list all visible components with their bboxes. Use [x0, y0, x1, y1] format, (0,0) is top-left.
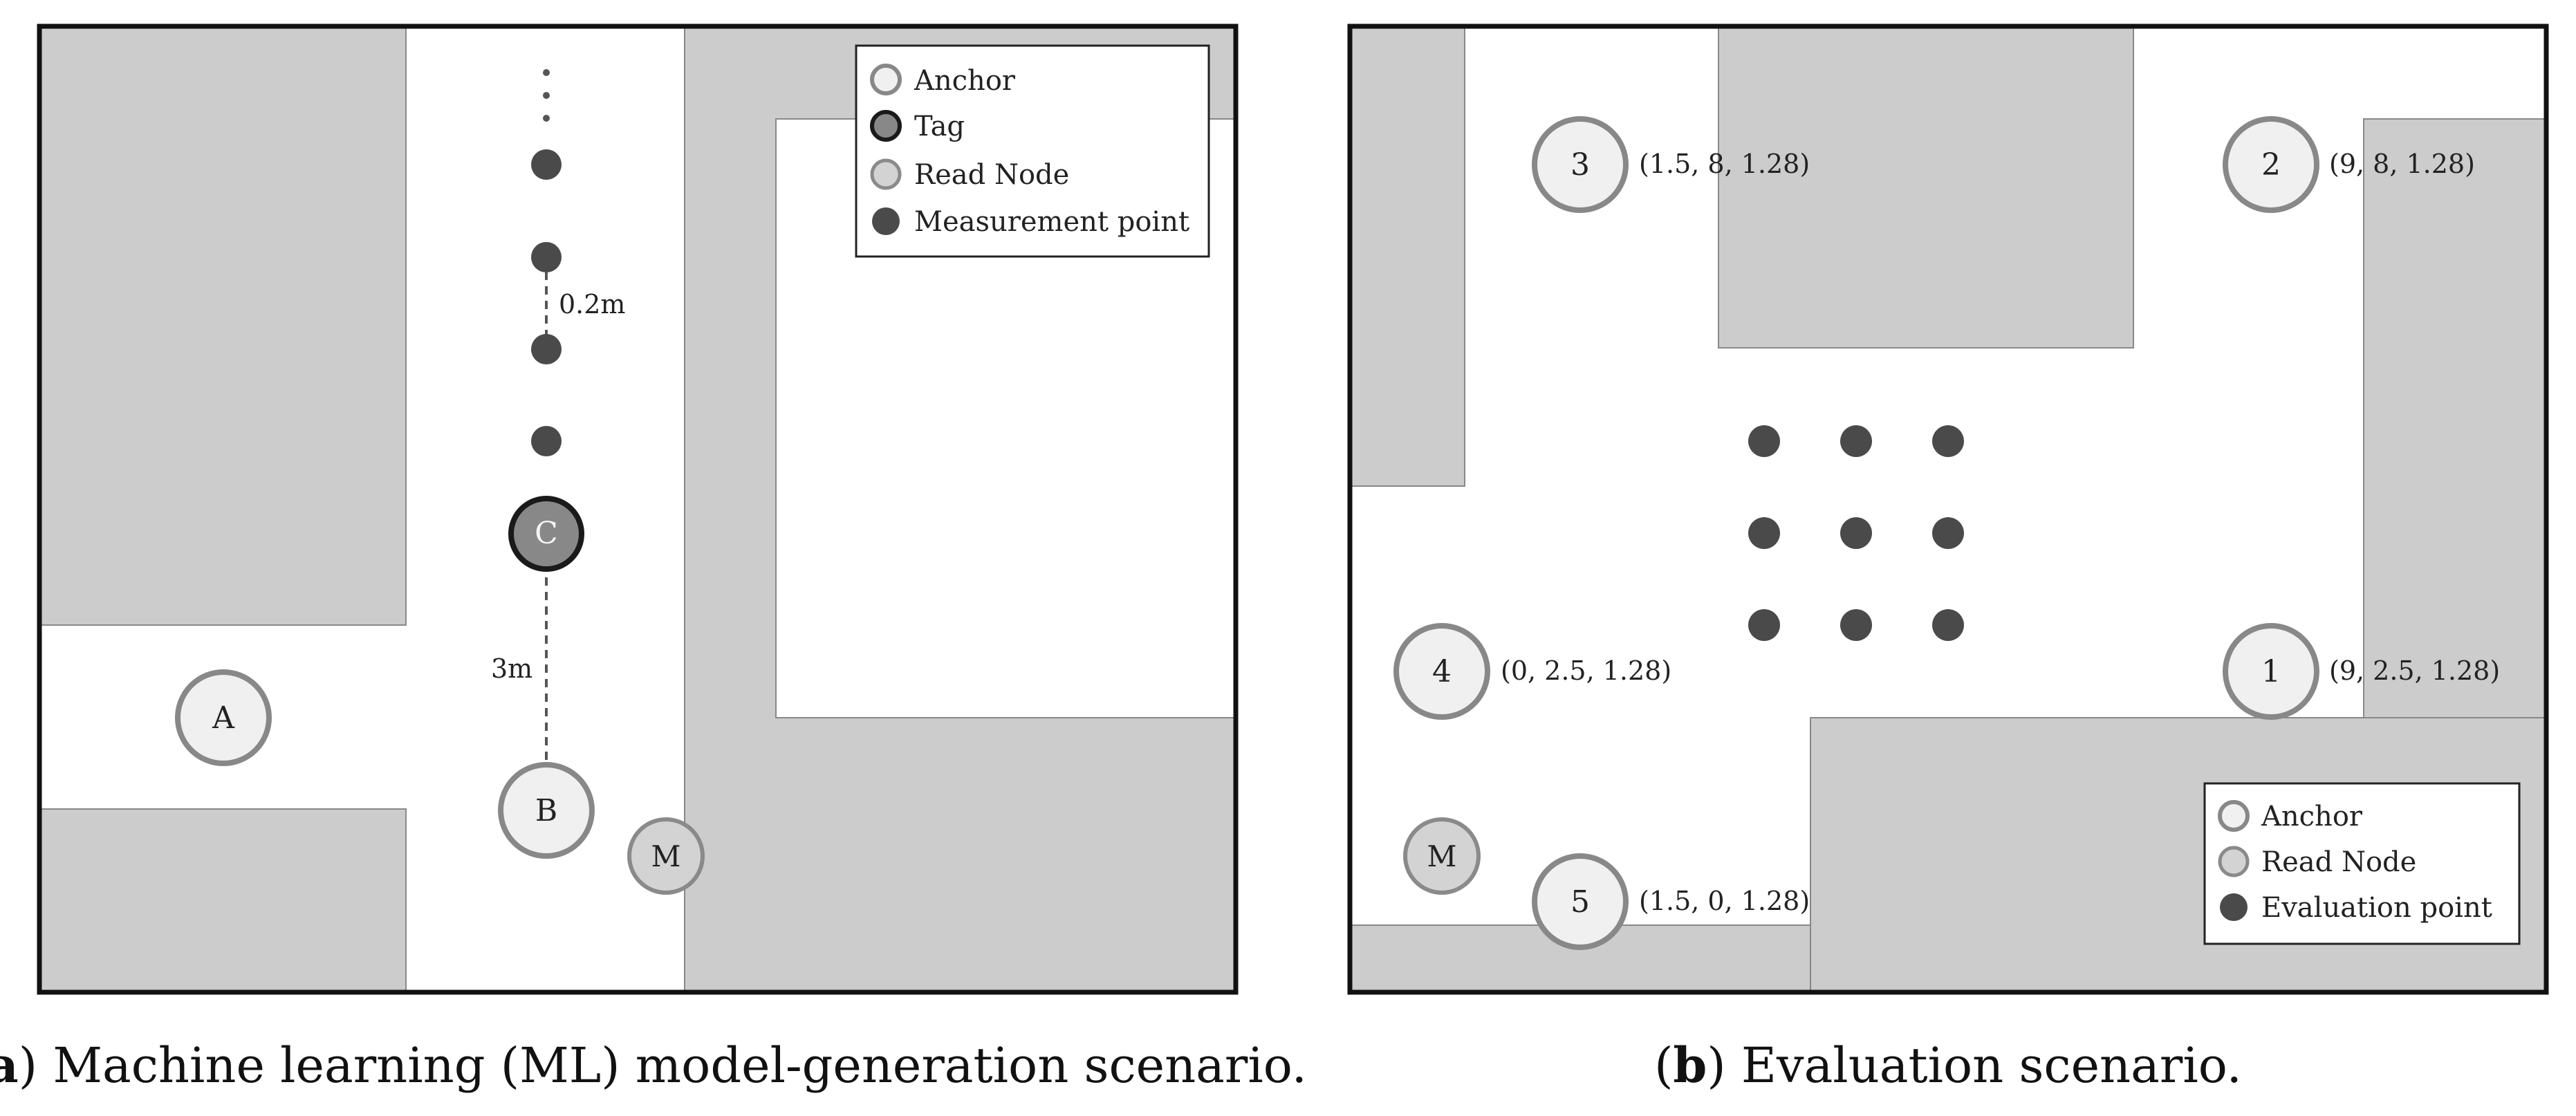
anchor-node-3-label: 3: [1570, 147, 1590, 183]
anchor-node-2-label: 2: [2261, 147, 2281, 183]
evaluation-point: [1748, 425, 1780, 457]
legend-a-box: [855, 44, 1210, 258]
ellipsis-dot: [543, 69, 550, 76]
legend-anchor-swatch: [870, 64, 902, 95]
legend-b: Anchor Read Node Evaluation point: [2203, 782, 2521, 945]
legend-measurement-swatch: [872, 207, 900, 235]
caption-b-text: Evaluation scenario.: [1726, 1037, 2242, 1094]
legend-read-node-swatch: [870, 158, 902, 190]
caption-a-text: Machine learning (ML) model-generation s…: [37, 1037, 1307, 1094]
legend-b-evaluation-swatch: [2220, 893, 2248, 921]
ellipsis-dot: [543, 115, 550, 122]
evaluation-point: [1840, 517, 1872, 549]
caption-b-letter: b: [1673, 1036, 1707, 1094]
wall-top-center: [1718, 26, 2134, 348]
anchor-node-a: [175, 669, 272, 766]
wall-left-column: [1349, 26, 1465, 487]
legend-b-evaluation-label: Evaluation point: [2261, 892, 2492, 924]
anchor-node-1-label: 1: [2261, 654, 2281, 689]
anchor-node-4-coord: (0, 2.5, 1.28): [1501, 655, 1671, 686]
anchor-node-2-coord: (9, 8, 1.28): [2329, 149, 2475, 179]
distance-label: 3m: [491, 653, 532, 684]
measurement-point: [531, 334, 562, 364]
anchor-node-4-label: 4: [1432, 654, 1452, 689]
anchor-node-3: [1532, 116, 1629, 213]
spacing-label: 0.2m: [559, 289, 625, 319]
read-node-m-label: M: [651, 839, 680, 873]
legend-b-anchor-swatch: [2218, 800, 2250, 832]
evaluation-point: [1748, 609, 1780, 641]
caption-a-letter: a: [0, 1036, 19, 1094]
legend-tag-swatch: [870, 110, 902, 142]
legend-read-node-label: Read Node: [914, 159, 1069, 191]
panel-a: 0.2m 3m C A B M Anchor Tag Read Node Mea…: [37, 24, 1239, 995]
evaluation-point: [1932, 517, 1964, 549]
anchor-node-b: [498, 762, 595, 859]
anchor-node-1-coord: (9, 2.5, 1.28): [2329, 655, 2500, 686]
measurement-point: [531, 242, 562, 272]
wall-bottom-left: [39, 808, 407, 993]
read-node-m-b-label: M: [1427, 839, 1456, 873]
evaluation-point: [1932, 609, 1964, 641]
anchor-node-b-label: B: [535, 793, 557, 828]
legend-tag-label: Tag: [914, 111, 965, 142]
measurement-point: [531, 426, 562, 456]
read-node-m: [627, 817, 705, 895]
caption-b: (b) Evaluation scenario.: [1654, 1036, 2242, 1094]
tag-node-c: [508, 496, 584, 572]
legend-b-box: [2203, 782, 2521, 945]
anchor-node-3-coord: (1.5, 8, 1.28): [1639, 149, 1810, 179]
ellipsis-dot: [543, 92, 550, 99]
evaluation-point: [1840, 609, 1872, 641]
measurement-point: [531, 149, 562, 180]
anchor-node-1: [2223, 623, 2319, 720]
tag-node-c-label: C: [535, 516, 558, 551]
wall-top-left: [39, 26, 407, 626]
anchor-node-5-coord: (1.5, 0, 1.28): [1639, 886, 1810, 916]
caption-a: (a) Machine learning (ML) model-generati…: [0, 1036, 1307, 1094]
anchor-node-2: [2223, 116, 2319, 213]
legend-a: Anchor Tag Read Node Measurement point: [855, 44, 1210, 258]
anchor-node-4: [1393, 623, 1490, 720]
evaluation-point: [1840, 425, 1872, 457]
legend-b-read-node-swatch: [2218, 846, 2250, 877]
anchor-node-a-label: A: [212, 700, 235, 736]
panel-a-frame: [37, 24, 1239, 995]
evaluation-point: [1748, 517, 1780, 549]
anchor-node-5: [1532, 853, 1629, 950]
legend-b-read-node-label: Read Node: [2261, 846, 2416, 878]
evaluation-point: [1932, 425, 1964, 457]
legend-measurement-label: Measurement point: [914, 206, 1189, 238]
panel-b: 3 (1.5, 8, 1.28) 2 (9, 8, 1.28) 4 (0, 2.…: [1347, 24, 2549, 995]
read-node-m-b: [1403, 817, 1481, 895]
panel-b-frame: [1347, 24, 2549, 995]
anchor-node-5-label: 5: [1570, 884, 1590, 920]
legend-b-anchor-label: Anchor: [2261, 801, 2363, 833]
legend-anchor-label: Anchor: [914, 65, 1016, 97]
